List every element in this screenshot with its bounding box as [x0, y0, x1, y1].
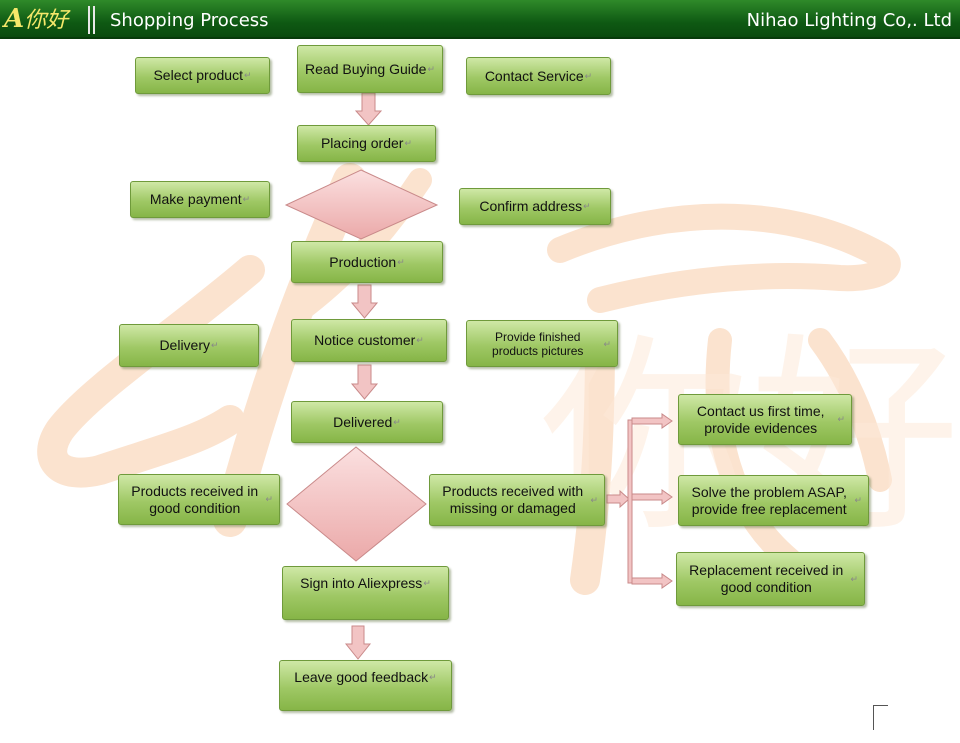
- step-make-payment: Make payment↵: [130, 181, 270, 218]
- page-title: Shopping Process: [110, 10, 269, 31]
- step-label: Select product: [153, 67, 243, 83]
- step-contact-service: Contact Service↵: [466, 57, 611, 95]
- company-name: Nihao Lighting Co,. Ltd: [746, 10, 952, 31]
- step-label: Leave good feedback: [294, 669, 429, 685]
- step-label: Notice customer: [314, 332, 416, 348]
- logo-text: 你好: [24, 8, 69, 33]
- arrow-down-notice-to-delivered: [350, 364, 379, 400]
- step-notice-customer: Notice customer↵: [291, 319, 447, 362]
- step-confirm-address: Confirm address↵: [459, 188, 611, 225]
- arrow-down-guide-to-order: [354, 92, 383, 126]
- branch-arrows: [606, 413, 673, 589]
- decision-diamond-condition: [286, 446, 427, 562]
- step-select-product: Select product↵: [135, 57, 270, 94]
- step-placing-order: Placing order↵: [297, 125, 436, 162]
- company-logo: A你好: [4, 5, 82, 33]
- step-production: Production↵: [291, 241, 443, 283]
- step-label: Solve the problem ASAP, provide free rep…: [691, 483, 847, 517]
- step-label: Provide finished products pictures: [492, 329, 584, 358]
- arrow-down-production-to-notice: [350, 284, 379, 319]
- decision-diamond-payment: [284, 169, 439, 240]
- page-corner-mark: [873, 705, 888, 730]
- step-leave-feedback: Leave good feedback↵: [279, 660, 452, 711]
- step-label: Placing order: [320, 135, 404, 151]
- step-label: Contact us first time, provide evidences: [696, 402, 825, 436]
- header-divider: [88, 6, 98, 34]
- step-read-buying-guide: Read Buying Guide↵: [297, 45, 443, 93]
- step-sign-in: Sign into Aliexpress↵: [282, 566, 449, 620]
- step-label: Confirm address: [479, 198, 583, 214]
- step-delivery: Delivery↵: [119, 324, 259, 367]
- step-solve-problem: Solve the problem ASAP, provide free rep…: [678, 475, 869, 526]
- arrow-down-signin-to-feedback: [344, 625, 372, 660]
- step-missing-damaged: Products received with missing or damage…: [429, 474, 605, 526]
- watermark-logo: 你好: [37, 163, 960, 595]
- step-label: Delivery: [159, 337, 211, 353]
- step-label: Contact Service: [484, 67, 584, 84]
- step-good-condition: Products received in good condition↵: [118, 474, 280, 525]
- step-label: Delivered: [333, 413, 393, 430]
- step-label: Products received in good condition: [131, 482, 259, 516]
- step-label: Make payment: [149, 191, 242, 207]
- step-label: Read Buying Guide: [305, 60, 427, 77]
- header-bar: A你好 Shopping Process Nihao Lighting Co,.…: [0, 0, 960, 39]
- step-label: Replacement received in good condition: [689, 562, 844, 595]
- step-contact-us: Contact us first time, provide evidences…: [678, 394, 852, 445]
- step-label: Products received with missing or damage…: [442, 483, 584, 516]
- step-replacement-received: Replacement received in good condition↵: [676, 552, 865, 606]
- step-label: Sign into Aliexpress: [300, 575, 423, 591]
- step-label: Production: [329, 253, 397, 270]
- logo-mark: A: [4, 4, 25, 34]
- step-delivered: Delivered↵: [291, 401, 443, 443]
- step-provide-pictures: Provide finished products pictures↵: [466, 320, 618, 367]
